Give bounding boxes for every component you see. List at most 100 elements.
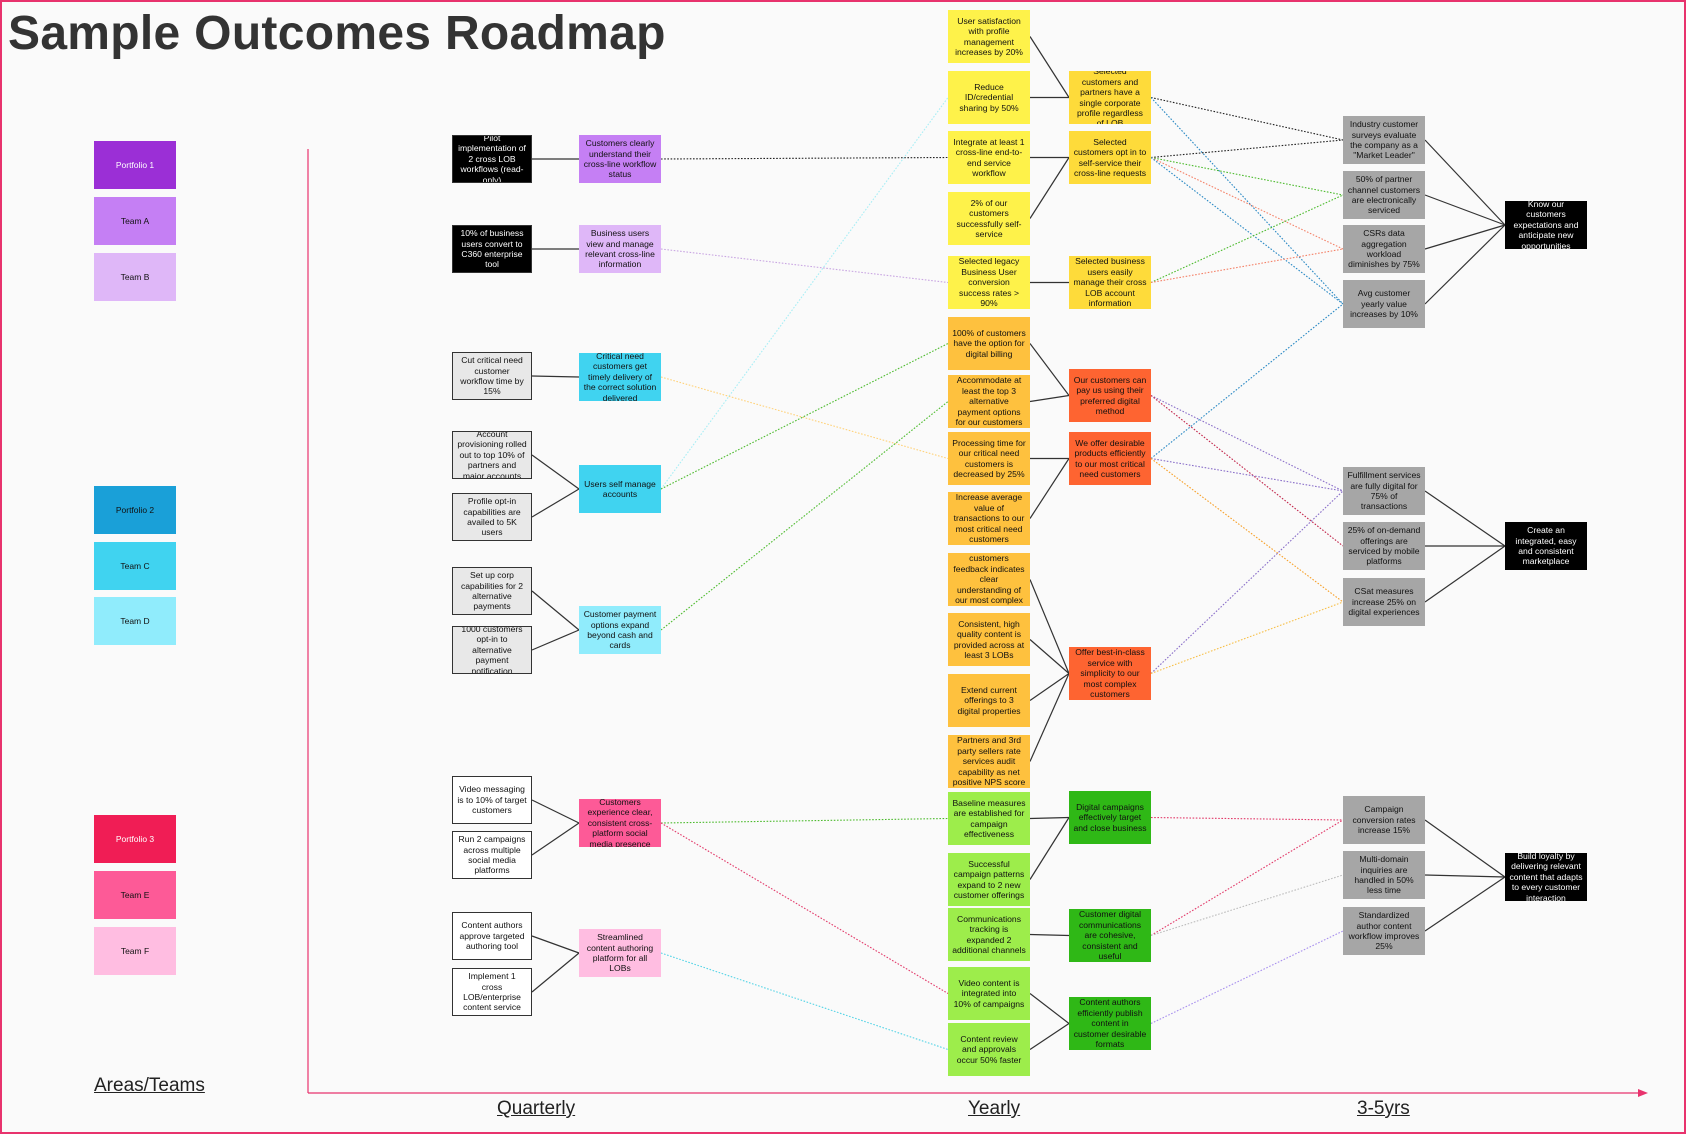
quarterly-outcomes-card-q4[interactable]: Account provisioning rolled out to top 1…	[452, 431, 532, 479]
quarterly-outcomes-card-q6[interactable]: Set up corp capabilities for 2 alternati…	[452, 567, 532, 615]
dependency-line	[1150, 156, 1344, 196]
yearly-label: Yearly	[968, 1098, 1021, 1119]
connector-line	[531, 590, 580, 631]
connector-line	[1029, 993, 1070, 1024]
long-term-metrics-card-l10[interactable]: Standardized author content workflow imp…	[1343, 907, 1425, 955]
connector-line	[1029, 394, 1070, 403]
connector-line	[1029, 673, 1070, 701]
yearly-metrics-card-y14[interactable]: Baseline measures are established for ca…	[948, 792, 1030, 845]
connector-line	[1029, 816, 1070, 820]
connector-line	[531, 488, 580, 518]
quarterly-impacts-card-qi2[interactable]: Business users view and manage relevant …	[579, 225, 661, 273]
yearly-metrics-card-y15[interactable]: Successful campaign patterns expand to 2…	[948, 853, 1030, 906]
connector-line	[1424, 224, 1506, 305]
connector-line	[1029, 36, 1070, 98]
quarterly-impacts-card-qi5[interactable]: Customer payment options expand beyond c…	[579, 606, 661, 654]
yearly-metrics-card-y4[interactable]: 2% of our customers successfully self-se…	[948, 192, 1030, 245]
dependency-line	[660, 401, 949, 631]
yearly-outcomes-card-yo9[interactable]: Content authors efficiently publish cont…	[1069, 997, 1151, 1050]
goals-card-g3[interactable]: Build loyalty by delivering relevant con…	[1505, 853, 1587, 901]
team-card-portfolio-3[interactable]: Portfolio 3	[94, 815, 176, 863]
yearly-outcomes-card-yo3[interactable]: Selected business users easily manage th…	[1069, 256, 1151, 309]
team-card-team-f[interactable]: Team F	[94, 927, 176, 975]
quarterly-outcomes-card-q7[interactable]: 1000 customers opt-in to alternative pay…	[452, 626, 532, 674]
long-term-metrics-card-l6[interactable]: 25% of on-demand offerings are serviced …	[1343, 522, 1425, 570]
dependency-line	[1150, 303, 1344, 459]
connector-line	[531, 799, 580, 824]
quarterly-outcomes-card-q10[interactable]: Content authors approve targeted authori…	[452, 912, 532, 960]
quarterly-outcomes-card-q5[interactable]: Profile opt-in capabilities are availed …	[452, 493, 532, 541]
yearly-outcomes-card-yo4[interactable]: Our customers can pay us using their pre…	[1069, 369, 1151, 422]
quarterly-impacts-card-qi4[interactable]: Users self manage accounts	[579, 465, 661, 513]
long-term-metrics-card-l1[interactable]: Industry customer surveys evaluate the c…	[1343, 116, 1425, 164]
quarterly-outcomes-card-q8[interactable]: Video messaging is to 10% of target cust…	[452, 776, 532, 824]
yearly-metrics-card-y11[interactable]: Consistent, high quality content is prov…	[948, 613, 1030, 666]
yearly-metrics-card-y9[interactable]: Increase average value of transactions t…	[948, 492, 1030, 545]
connector-line	[1424, 490, 1506, 547]
connector-line	[1029, 639, 1070, 674]
connector-line	[1029, 343, 1070, 396]
dependency-line	[1150, 457, 1344, 492]
yearly-metrics-card-y3[interactable]: Integrate at least 1 cross-line end-to-e…	[948, 131, 1030, 184]
quarterly-impacts-card-qi6[interactable]: Customers experience clear, consistent c…	[579, 799, 661, 847]
long-term-metrics-card-l4[interactable]: Avg customer yearly value increases by 1…	[1343, 280, 1425, 328]
quarterly-outcomes-card-q2[interactable]: 10% of business users convert to C360 en…	[452, 225, 532, 273]
dependency-line	[1150, 139, 1344, 159]
long-term-metrics-card-l5[interactable]: Fulfillment services are fully digital f…	[1343, 467, 1425, 515]
long-term-metrics-card-l2[interactable]: 50% of partner channel customers are ele…	[1343, 171, 1425, 219]
yearly-metrics-card-y18[interactable]: Content review and approvals occur 50% f…	[948, 1023, 1030, 1076]
team-card-team-d[interactable]: Team D	[94, 597, 176, 645]
yearly-outcomes-card-yo8[interactable]: Customer digital communications are cohe…	[1069, 909, 1151, 962]
dependency-line	[1150, 816, 1344, 821]
team-card-team-e[interactable]: Team E	[94, 871, 176, 919]
yearly-metrics-card-y10[interactable]: Cross LOB customers feedback indicates c…	[948, 553, 1030, 606]
dependency-line	[1150, 157, 1344, 305]
quarterly-outcomes-card-q11[interactable]: Implement 1 cross LOB/enterprise content…	[452, 968, 532, 1016]
yearly-metrics-card-y1[interactable]: User satisfaction with profile managemen…	[948, 10, 1030, 63]
long-term-metrics-card-l9[interactable]: Multi-domain inquiries are handled in 50…	[1343, 851, 1425, 899]
long-term-metrics-card-l8[interactable]: Campaign conversion rates increase 15%	[1343, 796, 1425, 844]
yearly-metrics-card-y5[interactable]: Selected legacy Business User conversion…	[948, 256, 1030, 309]
yearly-outcomes-card-yo7[interactable]: Digital campaigns effectively target and…	[1069, 791, 1151, 844]
dependency-line	[1150, 458, 1344, 603]
long-term-metrics-card-l7[interactable]: CSat measures increase 25% on digital ex…	[1343, 578, 1425, 626]
dependency-line	[660, 248, 949, 284]
yearly-outcomes-card-yo1[interactable]: Selected customers and partners have a s…	[1069, 71, 1151, 124]
goals-card-g1[interactable]: Know our customers expectations and anti…	[1505, 201, 1587, 249]
yearly-metrics-card-y17[interactable]: Video content is integrated into 10% of …	[948, 967, 1030, 1020]
quarterly-impacts-card-qi3[interactable]: Critical need customers get timely deliv…	[579, 353, 661, 401]
timeline-axis	[307, 149, 1648, 1097]
connector-line	[1029, 458, 1070, 519]
quarterly-outcomes-card-q9[interactable]: Run 2 campaigns across multiple social m…	[452, 831, 532, 879]
connector-line	[1029, 579, 1070, 674]
long-term-label: 3-5yrs	[1357, 1098, 1410, 1119]
dependency-line	[1150, 874, 1344, 937]
connector-line	[531, 952, 580, 993]
yearly-metrics-card-y6[interactable]: 100% of customers have the option for di…	[948, 317, 1030, 370]
yearly-outcomes-card-yo5[interactable]: We offer desirable products efficiently …	[1069, 432, 1151, 485]
yearly-metrics-card-y8[interactable]: Processing time for our critical need cu…	[948, 432, 1030, 485]
yearly-metrics-card-y16[interactable]: Communications tracking is expanded 2 ad…	[948, 908, 1030, 961]
team-card-team-a[interactable]: Team A	[94, 197, 176, 245]
yearly-metrics-card-y2[interactable]: Reduce ID/credential sharing by 50%	[948, 71, 1030, 124]
team-card-portfolio-1[interactable]: Portfolio 1	[94, 141, 176, 189]
quarterly-impacts-card-qi7[interactable]: Streamlined content authoring platform f…	[579, 929, 661, 977]
connector-line	[531, 454, 580, 490]
yearly-metrics-card-y12[interactable]: Extend current offerings to 3 digital pr…	[948, 674, 1030, 727]
team-card-team-b[interactable]: Team B	[94, 253, 176, 301]
yearly-metrics-card-y13[interactable]: Partners and 3rd party sellers rate serv…	[948, 735, 1030, 788]
team-card-portfolio-2[interactable]: Portfolio 2	[94, 486, 176, 534]
connector-line	[1424, 545, 1506, 603]
quarterly-impacts-card-qi1[interactable]: Customers clearly understand their cross…	[579, 135, 661, 183]
dependency-line	[1150, 96, 1344, 141]
solid-connectors	[531, 36, 1506, 1050]
goals-card-g2[interactable]: Create an integrated, easy and consisten…	[1505, 522, 1587, 570]
connector-line	[1424, 819, 1506, 878]
team-card-team-c[interactable]: Team C	[94, 542, 176, 590]
yearly-outcomes-card-yo2[interactable]: Selected customers opt in to self-servic…	[1069, 131, 1151, 184]
yearly-metrics-card-y7[interactable]: Accommodate at least the top 3 alternati…	[948, 375, 1030, 428]
yearly-outcomes-card-yo6[interactable]: Offer best-in-class service with simplic…	[1069, 647, 1151, 700]
quarterly-outcomes-card-q3[interactable]: Cut critical need customer workflow time…	[452, 352, 532, 400]
quarterly-outcomes-card-q1[interactable]: Pilot implementation of 2 cross LOB work…	[452, 135, 532, 183]
long-term-metrics-card-l3[interactable]: CSRs data aggregation workload diminishe…	[1343, 225, 1425, 273]
